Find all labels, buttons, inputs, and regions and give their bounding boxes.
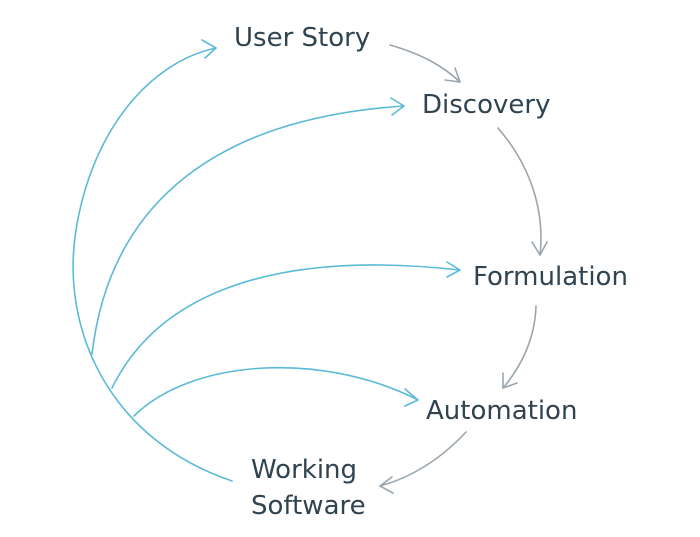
flow-arrow-user-story-to-discovery bbox=[389, 44, 461, 83]
flow-arrowhead-formulation bbox=[531, 241, 548, 256]
node-user-story: User Story bbox=[234, 23, 371, 53]
flow-arrowhead-discovery bbox=[444, 67, 461, 83]
node-working-software-line1: Working bbox=[251, 455, 358, 485]
flow-arrowhead-working-software bbox=[379, 476, 394, 494]
feedback-arrowhead-automation bbox=[404, 388, 419, 407]
feedback-arrowhead-discovery bbox=[390, 97, 405, 116]
flow-arrow-automation-to-working-software bbox=[379, 431, 467, 487]
feedback-arrowhead-formulation bbox=[446, 261, 461, 278]
flow-arrow-discovery-to-formulation bbox=[497, 127, 542, 256]
node-automation: Automation bbox=[426, 396, 578, 426]
feedback-arrow-to-formulation bbox=[111, 264, 461, 389]
flow-arrow-formulation-to-automation bbox=[502, 305, 537, 389]
flow-arrowhead-automation bbox=[502, 372, 518, 389]
node-working-software-line2: Software bbox=[251, 491, 366, 521]
feedback-arrow-to-user-story bbox=[72, 47, 233, 482]
feedback-arrow-to-automation bbox=[133, 366, 419, 417]
node-working-software: Working Software bbox=[251, 452, 366, 524]
node-discovery: Discovery bbox=[422, 90, 551, 120]
feedback-arrow-to-discovery bbox=[91, 105, 405, 355]
node-formulation: Formulation bbox=[473, 262, 628, 292]
feedback-arrowhead-user-story bbox=[201, 39, 217, 59]
